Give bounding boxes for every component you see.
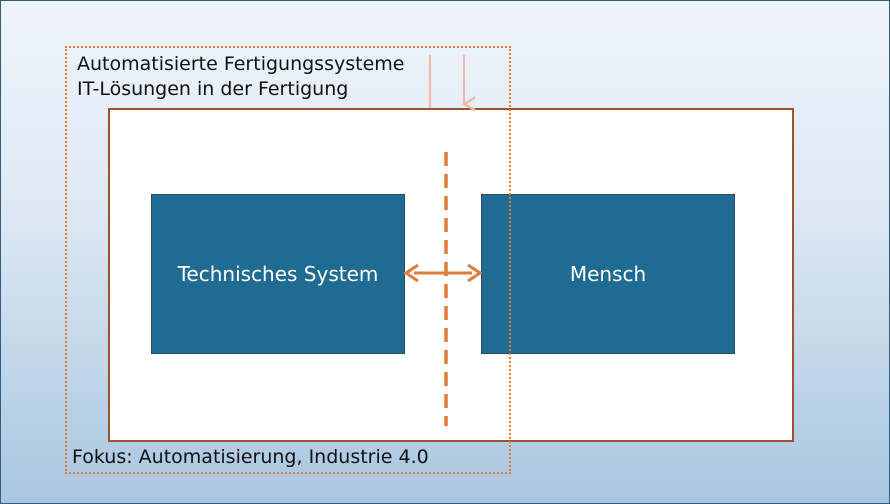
top-label-line-2: IT-Lösungen in der Fertigung <box>77 78 349 100</box>
technical-system-label: Technisches System <box>177 262 379 286</box>
human-label: Mensch <box>569 262 647 286</box>
human-box: Mensch <box>481 194 735 354</box>
top-label-line-1: Automatisierte Fertigungssysteme <box>77 53 405 75</box>
focus-dotted-frame <box>65 46 511 474</box>
technical-system-box: Technisches System <box>151 194 405 354</box>
interaction-double-arrow <box>403 263 483 283</box>
focus-label: Fokus: Automatisierung, Industrie 4.0 <box>72 446 429 468</box>
top-labels: Automatisierte Fertigungssysteme IT-Lösu… <box>77 52 404 102</box>
